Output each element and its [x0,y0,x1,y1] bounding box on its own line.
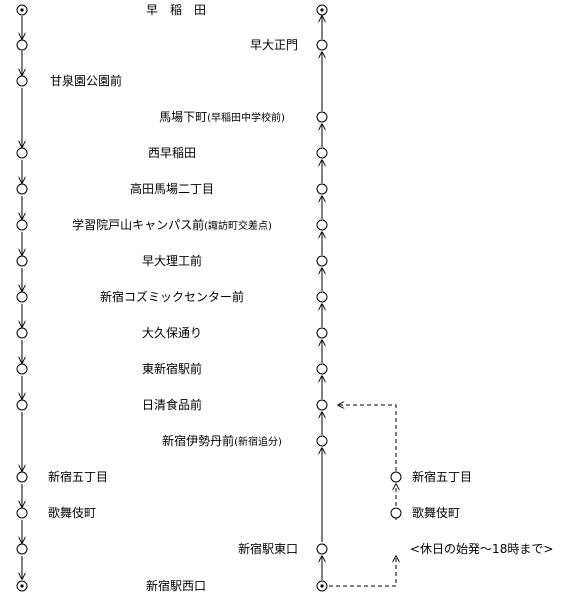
stop-label-higashi-shinjuku: 東新宿駅前 [141,362,203,376]
stop-circle-left [16,183,28,195]
stop-circle-left [16,291,28,303]
stop-label-sodai-riko-mae: 早大理工前 [141,254,203,268]
stop-circle-left [16,255,28,267]
branch-route [329,405,397,587]
stop-label-nissin-foods: 日清食品前 [141,398,203,412]
stop-circle-left [16,543,28,555]
stop-circle-right [316,543,328,555]
stop-label-okubo-dori: 大久保通り [141,326,203,340]
stop-circle-right [316,39,328,51]
stop-circle-right [316,255,328,267]
stop-circle-right [316,435,328,447]
stop-label-shinjuku-cosmic-center: 新宿コズミックセンター前 [99,290,245,304]
stop-circle-left [16,471,28,483]
branch-top-dash [338,405,397,471]
stop-circle-right [316,363,328,375]
stop-circle-left [16,75,28,87]
stop-label-shinjuku-east: 新宿駅東口 [237,542,298,556]
stop-circle-left [16,219,28,231]
stop-circle-branch [390,471,402,483]
branch-label-kabukicho: 歌舞伎町 [412,506,461,520]
stop-circle-left [16,399,28,411]
left-stop-circles [16,4,28,592]
stop-label-kansenen-koen-mae: 甘泉園公園前 [50,74,123,88]
stop-circle-left [16,327,28,339]
stop-label-shinjuku-isetan: 新宿伊勢丹前(新宿追分) [162,434,282,448]
stop-circle-branch [390,507,402,519]
branch-bottom-dash [329,556,396,587]
stop-circle-right [316,183,328,195]
stop-circle-right [316,111,328,123]
stop-label-babashitacho: 馬場下町(早稲田中学校前) [159,110,285,124]
stop-label-nishi-waseda: 西早稲田 [147,146,197,160]
stop-circle-right [316,219,328,231]
stop-label-gakushuin-toyama: 学習院戸山キャンパス前(諏訪町交差点) [72,218,272,232]
stop-label-shinjuku-5: 新宿五丁目 [48,470,109,484]
stop-circle-right [316,147,328,159]
stop-label-takadanobaba-2: 高田馬場二丁目 [129,182,215,196]
stop-label-shinjuku-west: 新宿駅西口 [145,579,207,593]
branch-label-shinjuku-5: 新宿五丁目 [412,470,473,484]
branch-stop-circles [390,471,402,519]
stop-circle-right [316,291,328,303]
stop-circle-left [16,507,28,519]
branch-note: <休日の始発～18時まで> [410,542,554,556]
stop-circle-right [316,327,328,339]
stop-label-waseda: 早 稲 田 [145,3,207,17]
stop-circle-left [16,147,28,159]
stop-circle-left [16,39,28,51]
stop-circle-left [16,363,28,375]
right-stop-circles [316,4,328,592]
stop-label-kabukicho: 歌舞伎町 [48,506,97,520]
stop-circle-right [316,399,328,411]
stop-label-sodai-seimon: 早大正門 [249,38,298,52]
